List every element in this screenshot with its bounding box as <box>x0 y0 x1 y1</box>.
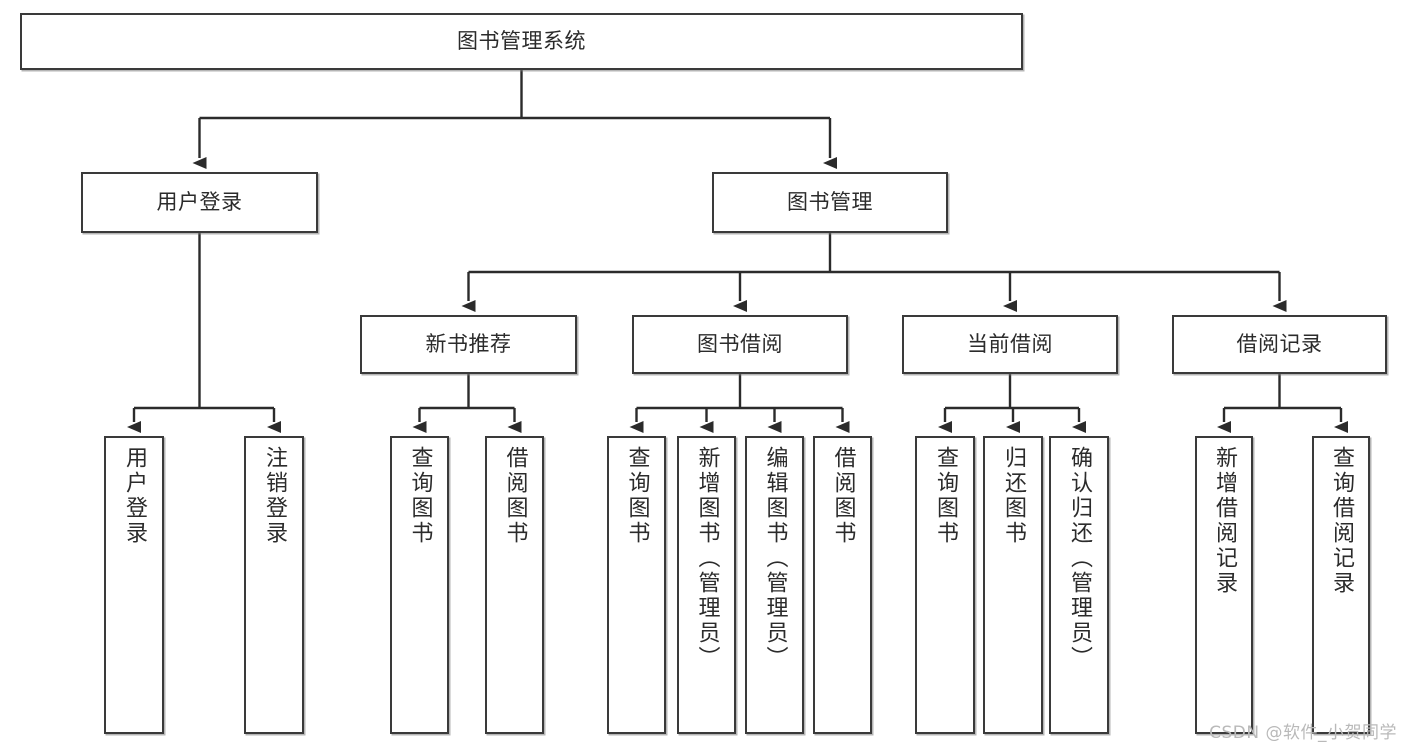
node-r1[interactable]: 新增借阅记录 <box>1195 436 1253 734</box>
node-b3[interactable]: 编辑图书（管理员） <box>745 436 804 734</box>
node-c1[interactable]: 查询图书 <box>915 436 975 734</box>
node-label: 确认归还（管理员） <box>1067 446 1092 671</box>
node-l1[interactable]: 用户登录 <box>104 436 164 734</box>
node-current[interactable]: 当前借阅 <box>902 315 1118 374</box>
node-r2[interactable]: 查询借阅记录 <box>1312 436 1370 734</box>
node-label: 图书借阅 <box>697 331 783 356</box>
node-label: 用户登录 <box>156 189 243 214</box>
node-label: 借阅记录 <box>1236 331 1323 356</box>
node-b1[interactable]: 查询图书 <box>607 436 666 734</box>
node-n1[interactable]: 查询图书 <box>390 436 449 734</box>
node-l2[interactable]: 注销登录 <box>244 436 304 734</box>
node-label: 查询图书 <box>407 446 433 546</box>
node-newbook[interactable]: 新书推荐 <box>360 315 577 374</box>
node-label: 借阅图书 <box>830 446 856 546</box>
node-c2[interactable]: 归还图书 <box>983 436 1043 734</box>
node-label: 归还图书 <box>1001 446 1026 546</box>
node-root[interactable]: 图书管理系统 <box>20 13 1023 70</box>
node-label: 新增借阅记录 <box>1212 446 1237 596</box>
node-label: 编辑图书（管理员） <box>762 446 788 671</box>
node-login[interactable]: 用户登录 <box>81 172 318 233</box>
node-label: 图书管理系统 <box>457 28 586 53</box>
node-label: 新书推荐 <box>425 331 512 356</box>
node-label: 用户登录 <box>122 446 147 546</box>
node-label: 新增图书（管理员） <box>694 446 720 671</box>
node-bookmgmt[interactable]: 图书管理 <box>712 172 948 233</box>
node-label: 查询图书 <box>933 446 958 546</box>
node-label: 借阅图书 <box>502 446 528 546</box>
node-label: 注销登录 <box>262 446 287 546</box>
node-n2[interactable]: 借阅图书 <box>485 436 544 734</box>
node-b2[interactable]: 新增图书（管理员） <box>677 436 736 734</box>
watermark: CSDN @软件_小贺同学 <box>1209 723 1397 743</box>
node-b4[interactable]: 借阅图书 <box>813 436 872 734</box>
node-label: 当前借阅 <box>967 331 1053 356</box>
node-label: 图书管理 <box>787 189 873 214</box>
node-label: 查询图书 <box>624 446 650 546</box>
node-records[interactable]: 借阅记录 <box>1172 315 1387 374</box>
node-borrow[interactable]: 图书借阅 <box>632 315 848 374</box>
node-c3[interactable]: 确认归还（管理员） <box>1049 436 1109 734</box>
node-label: 查询借阅记录 <box>1329 446 1354 596</box>
